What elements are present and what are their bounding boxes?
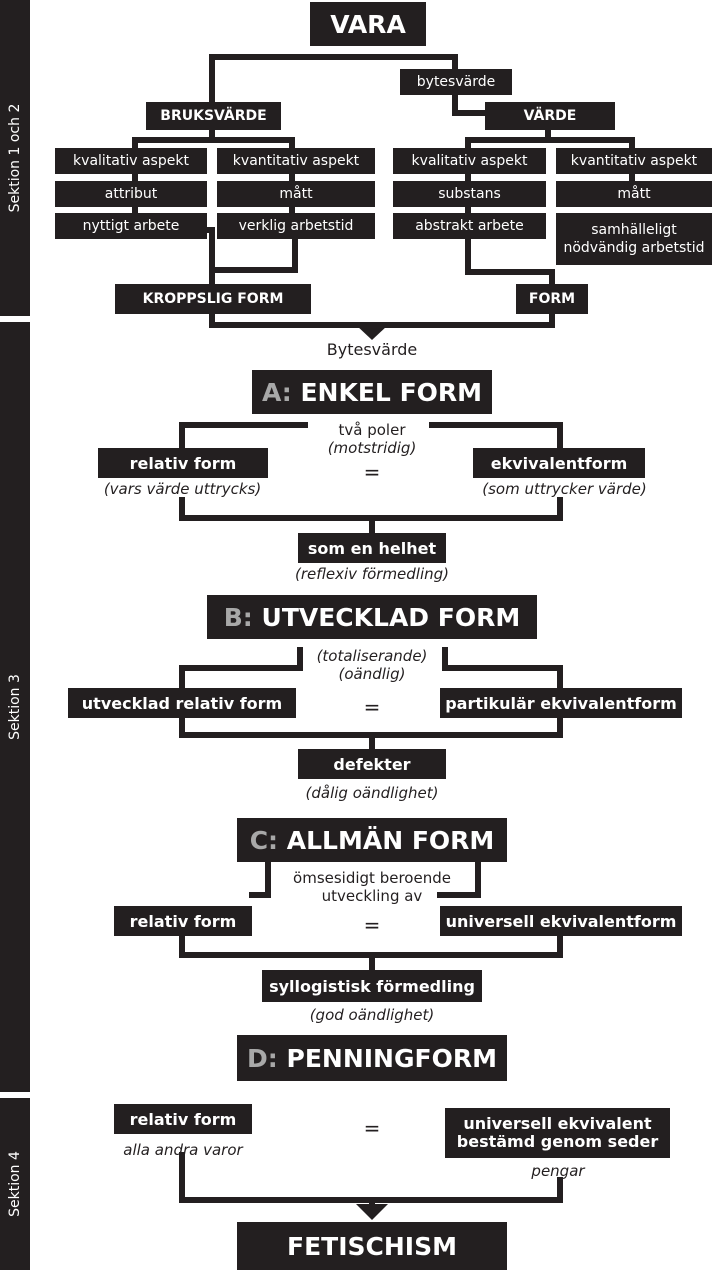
b-equals: = (363, 695, 381, 719)
section-3-sidebar: Sektion 3 (0, 322, 30, 1092)
d-penningform-box: D: PENNINGFORM (237, 1035, 507, 1081)
right-col2-item: samhälleligt nödvändig arbetstid (556, 213, 712, 265)
a-bridge-box: som en helhet (298, 533, 446, 563)
b-center-line2: (oändlig) (338, 665, 406, 683)
form-box: FORM (516, 284, 588, 314)
b-relative-form-box: utvecklad relativ form (68, 688, 296, 718)
a-center-line2: (motstridig) (327, 439, 417, 457)
b-title: UTVECKLAD FORM (261, 602, 521, 632)
left-col1-item: nyttigt arbete (55, 213, 207, 239)
left-col1-item: kvalitativ aspekt (55, 148, 207, 174)
c-bridge-note: (god oändlighet) (309, 1006, 435, 1024)
d-relative-form-box: relativ form (114, 1104, 252, 1134)
b-letter: B: (223, 602, 253, 632)
bytesvarde-small-box: bytesvärde (400, 69, 512, 95)
a-bridge-note: (reflexiv förmedling) (294, 565, 450, 583)
bruksvarde-box: BRUKSVÄRDE (146, 102, 281, 130)
d-title: PENNINGFORM (286, 1043, 497, 1073)
c-center-line2: utveckling av (321, 887, 423, 905)
a-relative-form-note: (vars värde uttrycks) (103, 480, 262, 498)
b-utvecklad-form-box: B: UTVECKLAD FORM (207, 595, 537, 639)
a-enkel-form-box: A: ENKEL FORM (252, 370, 492, 414)
d-equivalent-form-note: pengar (531, 1162, 585, 1180)
kroppslig-form-box: KROPPSLIG FORM (115, 284, 311, 314)
right-col2-item: kvantitativ aspekt (556, 148, 712, 174)
vara-box: VARA (310, 2, 426, 46)
d-relative-form-note: alla andra varor (123, 1141, 243, 1159)
a-letter: A: (261, 377, 292, 407)
section-label: Sektion 1 och 2 (7, 103, 23, 213)
left-col2-item: verklig arbetstid (217, 213, 375, 239)
c-equivalent-form-box: universell ekvivalentform (440, 906, 682, 936)
section-label: Sektion 3 (7, 674, 23, 740)
left-col2-item: kvantitativ aspekt (217, 148, 375, 174)
b-bridge-box: defekter (298, 749, 446, 779)
a-title: ENKEL FORM (300, 377, 483, 407)
left-col2-item: mått (217, 181, 375, 207)
a-equivalent-form-note: (som uttrycker värde) (482, 480, 647, 498)
c-relative-form-box: relativ form (114, 906, 252, 936)
d-equivalent-form-box: universell ekvivalent bestämd genom sede… (445, 1108, 670, 1158)
c-center-line1: ömsesidigt beroende (293, 869, 451, 887)
c-bridge-box: syllogistisk förmedling (262, 970, 482, 1002)
right-col1-item: abstrakt arbete (393, 213, 546, 239)
b-bridge-note: (dålig oändlighet) (305, 784, 439, 802)
c-title: ALLMÄN FORM (286, 825, 495, 855)
a-center-line1: två poler (338, 421, 406, 439)
right-col2-item: mått (556, 181, 712, 207)
a-equivalent-form-box: ekvivalentform (473, 448, 645, 478)
c-allman-form-box: C: ALLMÄN FORM (237, 818, 507, 862)
d-letter: D: (247, 1043, 278, 1073)
right-col1-item: kvalitativ aspekt (393, 148, 546, 174)
section-label: Sektion 4 (7, 1151, 23, 1217)
fetischism-box: FETISCHISM (237, 1222, 507, 1270)
b-center-line1: (totaliserande) (316, 647, 428, 665)
left-col1-item: attribut (55, 181, 207, 207)
section-4-sidebar: Sektion 4 (0, 1098, 30, 1270)
right-col1-item: substans (393, 181, 546, 207)
varde-box: VÄRDE (485, 102, 615, 130)
b-equivalent-form-box: partikulär ekvivalentform (440, 688, 682, 718)
bytesvarde-label: Bytesvärde (326, 340, 418, 359)
c-equals: = (363, 913, 381, 937)
c-letter: C: (249, 825, 279, 855)
a-relative-form-box: relativ form (98, 448, 268, 478)
section-1-2-sidebar: Sektion 1 och 2 (0, 0, 30, 316)
d-equals: = (363, 1116, 381, 1140)
a-equals: = (363, 460, 381, 484)
